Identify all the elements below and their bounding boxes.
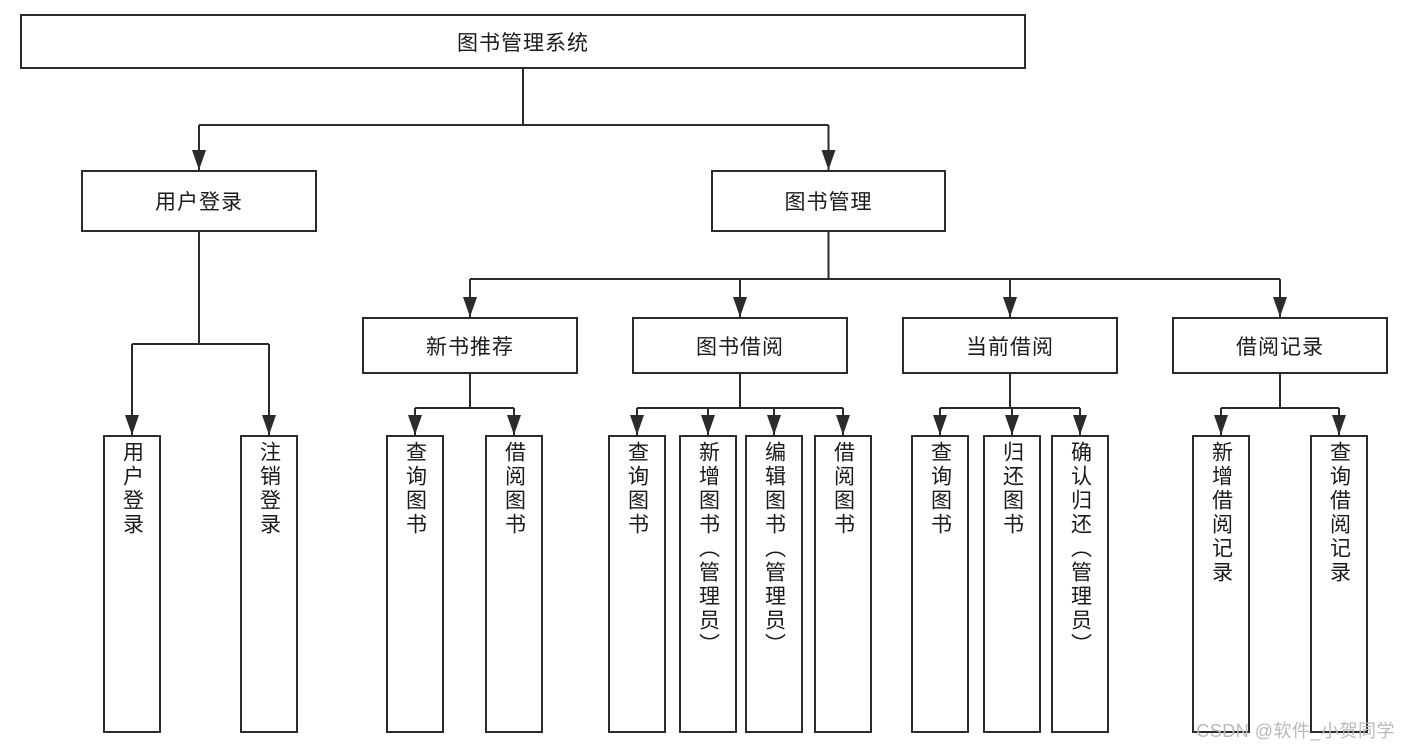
node-root[interactable]: 图书管理系统	[20, 14, 1026, 69]
node-label: 借阅图书	[831, 441, 855, 537]
node-label: 查询借阅记录	[1327, 441, 1351, 585]
node-l8[interactable]: 借阅图书	[814, 435, 872, 733]
node-label: 图书管理	[784, 191, 873, 214]
node-l7[interactable]: 编辑图书（管理员）	[745, 435, 803, 733]
node-label: 查询图书	[403, 441, 427, 537]
node-bookmgmt[interactable]: 图书管理	[711, 170, 946, 232]
node-label: 查询图书	[928, 441, 952, 537]
node-l5[interactable]: 查询图书	[608, 435, 666, 733]
watermark-label: CSDN @软件_小贺同学	[1196, 721, 1395, 741]
node-label: 查询图书	[625, 441, 649, 537]
node-label: 用户登录	[155, 191, 243, 214]
node-login[interactable]: 用户登录	[81, 170, 317, 232]
node-l4[interactable]: 借阅图书	[485, 435, 543, 733]
node-l11[interactable]: 确认归还（管理员）	[1051, 435, 1109, 733]
node-label: 用户登录	[120, 441, 144, 537]
node-newbook[interactable]: 新书推荐	[362, 317, 578, 374]
node-label: 新增图书（管理员）	[696, 441, 720, 657]
node-record[interactable]: 借阅记录	[1172, 317, 1388, 374]
node-l6[interactable]: 新增图书（管理员）	[679, 435, 737, 733]
node-l9[interactable]: 查询图书	[911, 435, 969, 733]
node-current[interactable]: 当前借阅	[902, 317, 1118, 374]
node-l1[interactable]: 用户登录	[103, 435, 161, 733]
node-label: 图书管理系统	[457, 31, 589, 55]
node-label: 新增借阅记录	[1209, 441, 1233, 585]
node-label: 图书借阅	[696, 335, 784, 359]
node-label: 编辑图书（管理员）	[762, 441, 786, 657]
node-label: 借阅记录	[1236, 335, 1324, 359]
node-l13[interactable]: 查询借阅记录	[1310, 435, 1368, 733]
node-l2[interactable]: 注销登录	[240, 435, 298, 733]
node-label: 当前借阅	[966, 335, 1054, 359]
node-label: 新书推荐	[426, 335, 514, 359]
node-label: 借阅图书	[502, 441, 526, 537]
node-label: 确认归还（管理员）	[1068, 441, 1092, 657]
node-l3[interactable]: 查询图书	[386, 435, 444, 733]
node-label: 注销登录	[257, 441, 281, 537]
node-label: 归还图书	[1000, 441, 1024, 537]
node-l12[interactable]: 新增借阅记录	[1192, 435, 1250, 733]
node-borrow[interactable]: 图书借阅	[632, 317, 848, 374]
node-l10[interactable]: 归还图书	[983, 435, 1041, 733]
